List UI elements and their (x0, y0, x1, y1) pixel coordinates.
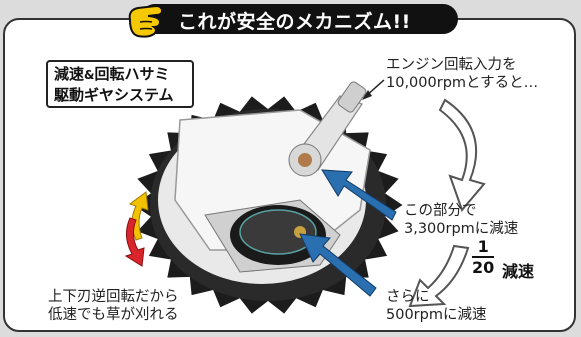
system-label-line2: 駆動ギヤシステム (54, 86, 174, 104)
system-label: 減速&回転ハサミ 駆動ギヤシステム (46, 60, 194, 108)
ratio-numerator: 1 (477, 237, 489, 256)
stage1-note: この部分で 3,300rpmに減速 (404, 202, 518, 238)
gear-housing (174, 109, 371, 273)
ratio-fraction: 1 20 (472, 238, 494, 276)
blade-note-line1: 上下刃逆回転だから (48, 289, 179, 305)
system-label-part1: 減速 (54, 65, 85, 83)
input-note: エンジン回転入力を 10,000rpmとすると… (386, 56, 538, 92)
blue-arrow-lower (299, 233, 377, 297)
stage2-note-line1: さらに (386, 289, 430, 305)
stage2-note-line2: 500rpmに減速 (386, 307, 487, 323)
flow-arrow-1 (438, 98, 486, 212)
ratio-suffix: 減速 (502, 262, 535, 281)
fraction-bar (472, 256, 495, 258)
stage1-note-line2: 3,300rpmに減速 (404, 221, 519, 237)
stage1-note-line1: この部分で (404, 203, 477, 219)
system-label-part1b: 回転ハサミ (94, 65, 170, 83)
stage2-note: さらに 500rpmに減速 (386, 288, 486, 324)
blue-arrow-upper (321, 169, 397, 221)
input-note-line1: エンジン回転入力を (386, 57, 517, 73)
blade-note-line2: 低速でも草が刈れる (48, 307, 179, 323)
reverse-rotation-arrows (124, 191, 149, 267)
input-note-line2: 10,000rpmとすると… (386, 75, 539, 91)
system-label-amp: & (84, 68, 95, 82)
ratio-denominator: 20 (472, 258, 495, 277)
title-banner: これが安全のメカニズム!! (140, 4, 458, 34)
blade-note: 上下刃逆回転だから 低速でも草が刈れる (48, 288, 179, 324)
drive-shaft (288, 81, 367, 177)
input-pointer-head (362, 90, 372, 100)
banner-title: これが安全のメカニズム!! (178, 11, 411, 33)
flow-arrow-2 (408, 244, 470, 308)
pointing-hand-icon (128, 4, 164, 38)
